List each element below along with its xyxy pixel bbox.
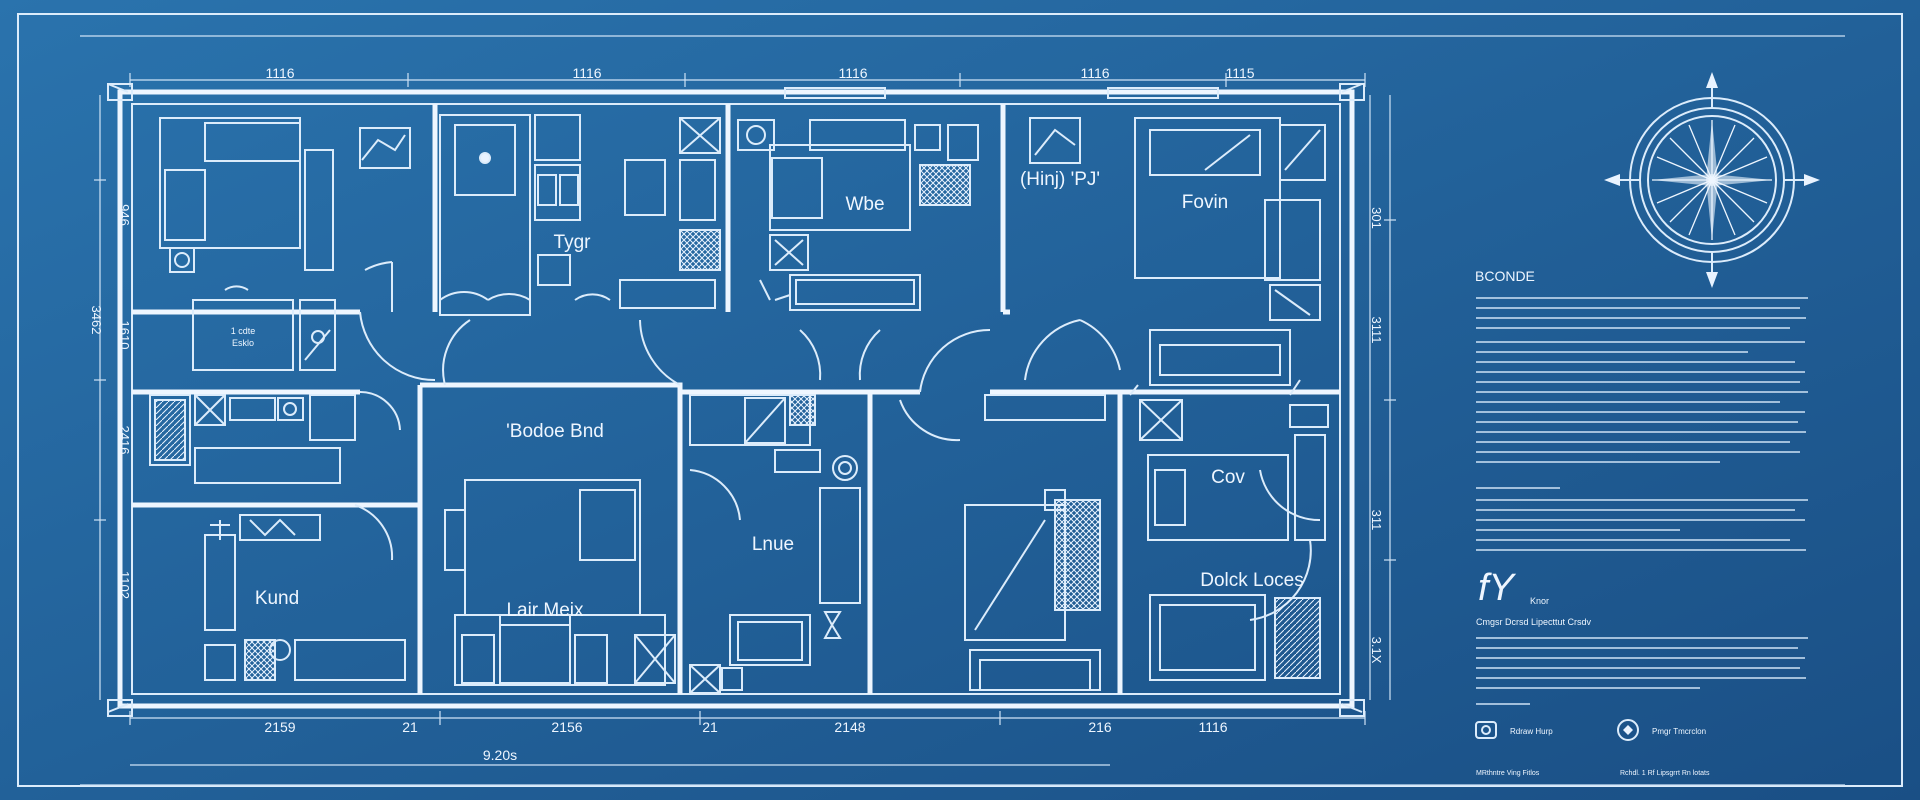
dim-total: 9.20s (483, 747, 517, 763)
seal-icon (1475, 721, 1497, 739)
furniture-center-right (964, 394, 1106, 691)
dimension-lines (94, 73, 1396, 766)
furniture-cov-dolck (1129, 379, 1329, 681)
room-label-tygr: Tygr (554, 232, 592, 253)
footer-bottom-left: MRthntre Ving Fitlos (1476, 770, 1540, 777)
dim-top-1: 1116 (265, 65, 294, 81)
dim-right-1: 301 (1369, 207, 1384, 229)
sheet-border (17, 13, 1903, 787)
dim-bottom-3: 2156 (551, 719, 582, 735)
footer-label-1: Rdraw Hurp (1510, 727, 1553, 736)
dim-top-5: 1115 (1225, 65, 1254, 81)
room-label-dolck: Dolck Loces (1200, 570, 1304, 591)
stamp-icon (1617, 719, 1639, 741)
footer-bottom-right: Rchdl. 1 Rf Lipsgrrt Rn lotats (1620, 770, 1710, 777)
furniture-hinj-fovin (1029, 117, 1326, 386)
room-label-bodoe: 'Bodoe Bnd (506, 421, 604, 442)
dim-bottom-1: 2159 (264, 719, 295, 735)
furniture-bodoe-lair (444, 479, 676, 686)
dim-left-2: 3462 (89, 306, 104, 335)
footer-label-2: Pmgr Tmcrclon (1652, 727, 1706, 736)
dim-right-3: 311 (1369, 510, 1384, 531)
room-labels: Tygr Wbe (Hinj) 'PJ' Fovin 'Bodoe Bnd Ln… (255, 169, 1304, 621)
room-label-hinj: (Hinj) 'PJ' (1020, 169, 1100, 190)
dim-top-4: 1116 (1080, 65, 1109, 81)
furniture-top-left (159, 117, 411, 371)
dim-bottom-5: 2148 (834, 719, 865, 735)
room-label-lnue: Lnue (752, 534, 794, 555)
notes-paragraphs (1476, 297, 1808, 705)
room-label-wbe: Wbe (845, 194, 884, 215)
dim-bottom-4: 21 (702, 719, 718, 735)
dim-top-3: 1116 (838, 65, 867, 81)
compass-rose-icon (1604, 72, 1820, 288)
room-label-kund: Kund (255, 588, 299, 609)
dim-right-2: 3111 (1369, 317, 1384, 344)
furniture-wbe (737, 119, 979, 311)
dim-bottom-2: 21 (402, 719, 418, 735)
note-line-2: Esklo (232, 338, 254, 348)
dim-bottom-6: 216 (1088, 719, 1112, 735)
note-line-1: 1 cdte (231, 326, 256, 336)
room-label-lair: Lair Meix (506, 600, 584, 621)
room-label-cov: Cov (1211, 467, 1245, 488)
signature: fY (1478, 567, 1517, 609)
signature-tag: Knor (1530, 596, 1549, 606)
dim-right-4: 3.1X (1369, 637, 1384, 664)
exterior-walls (107, 83, 1365, 717)
door-swings (354, 261, 1321, 621)
dim-bottom-7: 1116 (1198, 719, 1227, 735)
dim-top-2: 1116 (572, 65, 601, 81)
furniture-lnue (689, 394, 861, 694)
furniture-kund (149, 394, 406, 681)
side-panel-title: BCONDE (1475, 268, 1535, 284)
furniture-tygr (439, 114, 721, 316)
credit-line: Cmgsr Dcrsd Lipecttut Crsdv (1476, 617, 1592, 627)
room-label-fovin: Fovin (1182, 192, 1228, 213)
